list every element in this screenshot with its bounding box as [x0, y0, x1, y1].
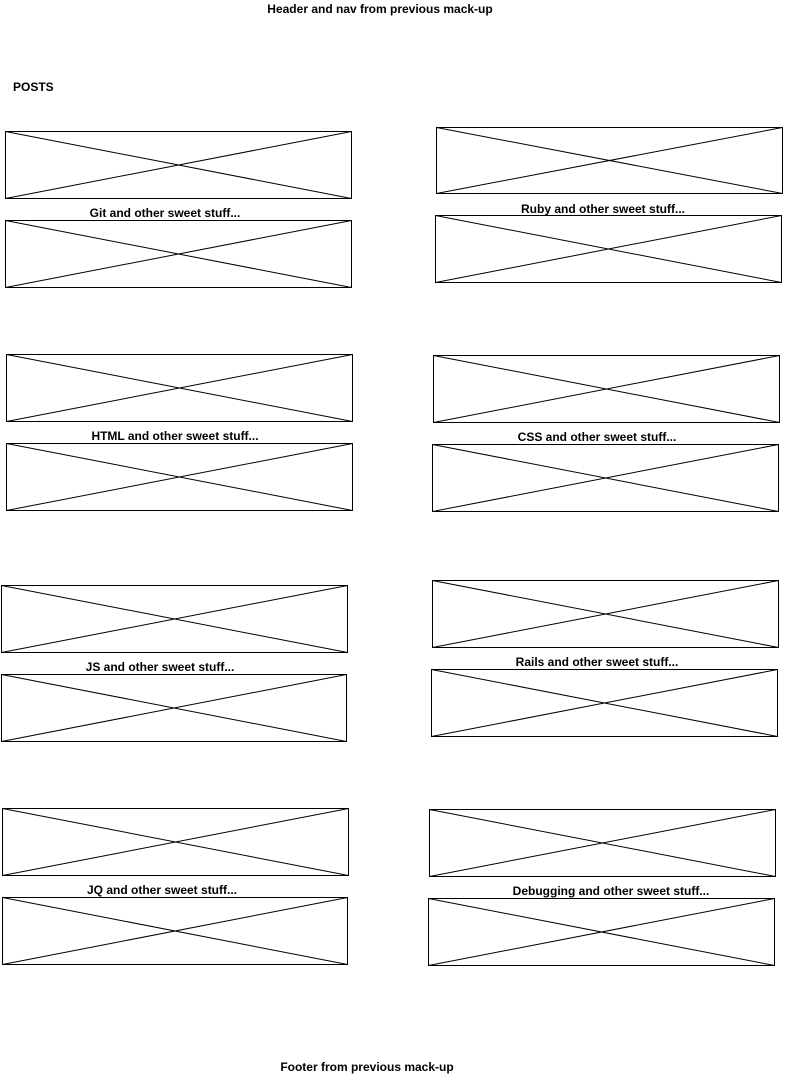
image-placeholder-cross-line	[431, 669, 778, 737]
footer-placeholder-note: Footer from previous mack-up	[280, 1060, 454, 1074]
post-title[interactable]: Git and other sweet stuff...	[89, 206, 241, 220]
post-image-placeholder-top	[5, 131, 352, 199]
image-placeholder-cross-line	[435, 215, 782, 283]
post-title[interactable]: JQ and other sweet stuff...	[86, 883, 238, 897]
post-title[interactable]: Rails and other sweet stuff...	[515, 655, 679, 669]
post-image-placeholder-bottom	[5, 220, 352, 288]
post-title[interactable]: Ruby and other sweet stuff...	[520, 202, 686, 216]
posts-section-title: POSTS	[13, 80, 54, 94]
post-title[interactable]: HTML and other sweet stuff...	[91, 429, 259, 443]
post-image-placeholder-bottom	[428, 898, 775, 966]
post-image-placeholder-bottom	[432, 444, 779, 512]
image-placeholder-cross-line	[436, 127, 783, 194]
post-title[interactable]: JS and other sweet stuff...	[85, 660, 235, 674]
post-image-placeholder-bottom	[431, 669, 778, 737]
image-placeholder-cross-line	[2, 897, 348, 965]
image-placeholder-cross-line	[433, 355, 780, 423]
header-placeholder-note: Header and nav from previous mack-up	[267, 2, 493, 16]
post-image-placeholder-top	[433, 355, 780, 423]
post-image-placeholder-top	[2, 808, 349, 876]
image-placeholder-cross-line	[2, 808, 349, 876]
image-placeholder-cross-line	[1, 585, 348, 653]
image-placeholder-cross-line	[1, 674, 347, 742]
post-title[interactable]: Debugging and other sweet stuff...	[512, 884, 710, 898]
image-placeholder-cross-line	[6, 443, 353, 511]
post-image-placeholder-top	[436, 127, 783, 194]
post-image-placeholder-top	[6, 354, 353, 422]
image-placeholder-cross-line	[6, 354, 353, 422]
image-placeholder-cross-line	[429, 809, 776, 877]
image-placeholder-cross-line	[432, 580, 779, 648]
post-image-placeholder-bottom	[1, 674, 347, 742]
post-image-placeholder-top	[1, 585, 348, 653]
post-image-placeholder-bottom	[6, 443, 353, 511]
post-image-placeholder-bottom	[2, 897, 348, 965]
post-title[interactable]: CSS and other sweet stuff...	[517, 430, 677, 444]
post-image-placeholder-bottom	[435, 215, 782, 283]
post-image-placeholder-top	[432, 580, 779, 648]
post-image-placeholder-top	[429, 809, 776, 877]
image-placeholder-cross-line	[5, 220, 352, 288]
image-placeholder-cross-line	[432, 444, 779, 512]
image-placeholder-cross-line	[428, 898, 775, 966]
image-placeholder-cross-line	[5, 131, 352, 199]
